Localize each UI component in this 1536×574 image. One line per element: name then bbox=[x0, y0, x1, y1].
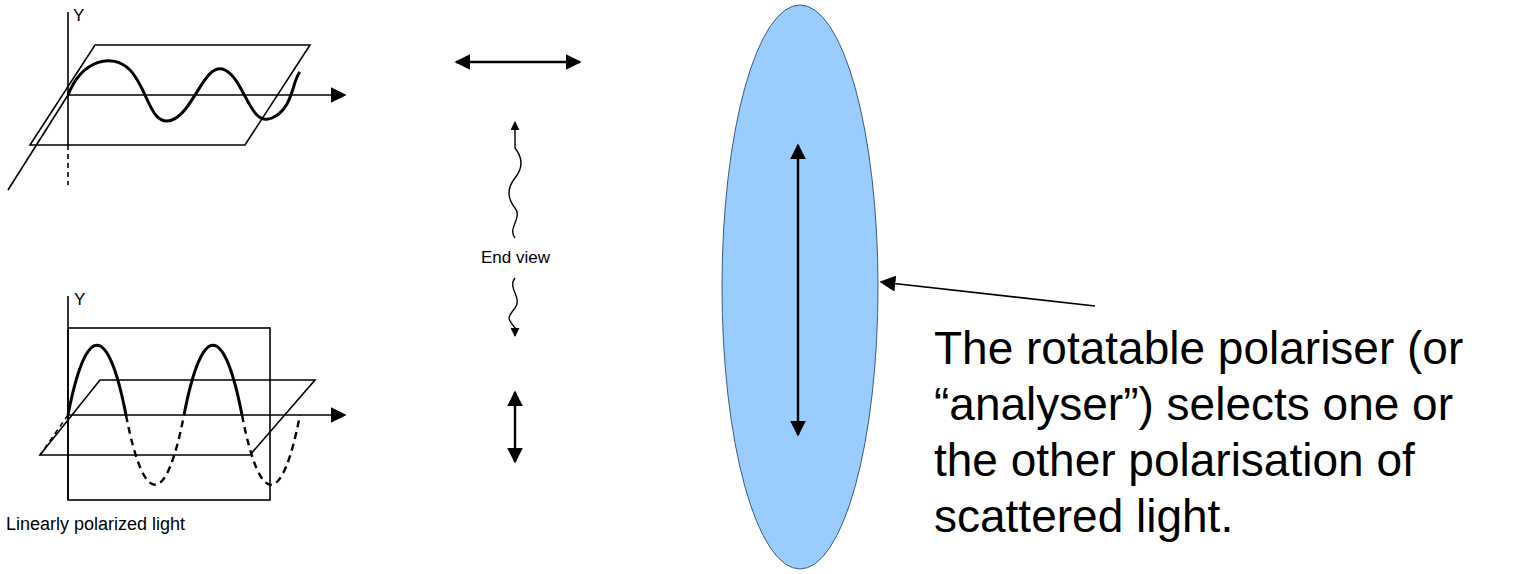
wave-trough bbox=[242, 415, 300, 485]
transmission-axis-arrow bbox=[797, 145, 799, 435]
propagation-arrow bbox=[68, 414, 345, 416]
y-axis bbox=[67, 12, 69, 145]
leader-line bbox=[881, 282, 1095, 306]
analyser-ellipse bbox=[722, 5, 878, 569]
end-view-label: End view bbox=[481, 248, 550, 268]
horizontal-wave-figure bbox=[8, 12, 345, 190]
end-view-symbols bbox=[456, 62, 580, 462]
y-axis-hidden bbox=[67, 145, 69, 185]
wave-trough bbox=[126, 415, 184, 485]
axis-label: Y bbox=[74, 290, 85, 310]
wave-crest bbox=[184, 345, 242, 415]
horizontal-polarisation-arrow bbox=[456, 61, 580, 63]
wavy-pointer bbox=[509, 122, 521, 238]
vertical-wave-figure bbox=[40, 296, 345, 500]
figure-caption: Linearly polarized light bbox=[6, 514, 185, 534]
z-axis bbox=[8, 95, 68, 190]
propagation-arrow bbox=[68, 94, 345, 96]
vertical-plane bbox=[68, 328, 270, 500]
wavy-pointer bbox=[509, 278, 517, 336]
vertical-polarisation-arrow bbox=[514, 392, 516, 462]
wave-crest bbox=[68, 345, 126, 415]
wave bbox=[68, 61, 300, 121]
horizontal-plane bbox=[40, 380, 315, 455]
axis-label: Y bbox=[73, 6, 84, 26]
callout-text: The rotatable polariser (or “analyser”) … bbox=[934, 320, 1494, 544]
